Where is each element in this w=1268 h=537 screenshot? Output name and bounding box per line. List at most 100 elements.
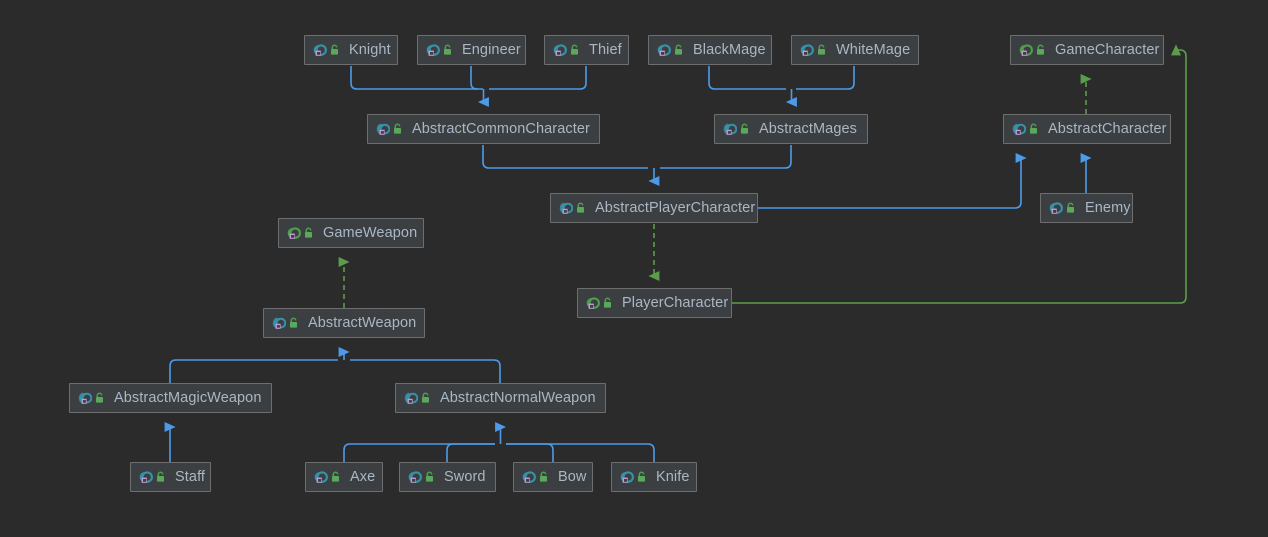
public-lock-icon	[818, 43, 825, 55]
node-icon-group	[313, 470, 341, 485]
abstract-class-icon	[78, 391, 92, 404]
abstract-class-icon	[1012, 122, 1026, 135]
node-label: WhiteMage	[836, 41, 911, 58]
node-icon-group	[1018, 43, 1046, 58]
edge-sword-abstractnormalweapon	[446, 443, 495, 462]
node-label: Thief	[589, 41, 622, 58]
node-abstractweapon[interactable]: AbstractWeapon	[263, 308, 425, 338]
public-lock-icon	[1037, 43, 1044, 55]
public-lock-icon	[157, 470, 164, 482]
node-engineer[interactable]: Engineer	[417, 35, 526, 65]
node-sword[interactable]: Sword	[399, 462, 496, 492]
public-lock-icon	[394, 122, 401, 134]
public-lock-icon	[638, 470, 645, 482]
node-icon-group	[552, 43, 580, 58]
public-lock-icon	[675, 43, 682, 55]
node-label: Bow	[558, 468, 587, 485]
interface-generalization-edges	[732, 44, 1187, 304]
public-lock-icon	[540, 470, 547, 482]
edge-abstractmages-abstractplayer	[660, 145, 792, 169]
node-label: Sword	[444, 468, 486, 485]
node-icon-group	[521, 470, 549, 485]
public-lock-icon	[426, 470, 433, 482]
interface-icon	[287, 226, 301, 239]
node-staff[interactable]: Staff	[130, 462, 211, 492]
edge-blackmage-abstractmages	[708, 66, 786, 90]
node-label: AbstractCommonCharacter	[412, 120, 590, 137]
node-icon-group	[403, 391, 431, 406]
class-icon	[620, 470, 634, 483]
node-icon-group	[656, 43, 684, 58]
node-label: PlayerCharacter	[622, 294, 729, 311]
node-label: AbstractCharacter	[1048, 120, 1167, 137]
node-thief[interactable]: Thief	[544, 35, 629, 65]
node-label: Enemy	[1085, 199, 1131, 216]
node-icon-group	[407, 470, 435, 485]
node-label: Knife	[656, 468, 690, 485]
public-lock-icon	[290, 316, 297, 328]
public-lock-icon	[331, 43, 338, 55]
edge-abstractmagicweapon-abstractweapon	[169, 359, 338, 383]
edge-engineer-abstractcommon	[470, 66, 483, 90]
edge-bow-abstractnormalweapon	[506, 443, 554, 462]
abstract-class-icon	[272, 316, 286, 329]
public-lock-icon	[96, 391, 103, 403]
class-icon	[800, 43, 814, 56]
abstract-class-icon	[376, 122, 390, 135]
public-lock-icon	[1030, 122, 1037, 134]
public-lock-icon	[741, 122, 748, 134]
node-abstractcommoncharacter[interactable]: AbstractCommonCharacter	[367, 114, 600, 144]
inheritance-edges	[164, 66, 1092, 462]
class-icon	[139, 470, 153, 483]
node-icon-group	[271, 316, 299, 331]
class-icon	[314, 470, 328, 483]
edge-abstractcommon-abstractplayer	[482, 145, 648, 169]
public-lock-icon	[577, 201, 584, 213]
node-label: Axe	[350, 468, 376, 485]
edge-whitemage-abstractmages	[796, 66, 855, 90]
node-icon-group	[425, 43, 453, 58]
node-label: AbstractPlayerCharacter	[595, 199, 756, 216]
edge-abstractnormalweapon-abstractweapon	[350, 359, 501, 383]
edge-thief-abstractcommon	[489, 66, 587, 90]
node-label: AbstractWeapon	[308, 314, 417, 331]
public-lock-icon	[422, 391, 429, 403]
abstract-class-icon	[723, 122, 737, 135]
node-icon-group	[1011, 122, 1039, 137]
abstract-class-icon	[404, 391, 418, 404]
node-abstractcharacter[interactable]: AbstractCharacter	[1003, 114, 1171, 144]
node-label: Staff	[175, 468, 206, 485]
edge-axe-abstractnormalweapon	[343, 443, 495, 462]
node-icon-group	[375, 122, 403, 137]
node-abstractnormalweapon[interactable]: AbstractNormalWeapon	[395, 383, 606, 413]
node-playercharacter[interactable]: PlayerCharacter	[577, 288, 732, 318]
class-icon	[426, 43, 440, 56]
node-abstractmages[interactable]: AbstractMages	[714, 114, 868, 144]
node-abstractplayercharacter[interactable]: AbstractPlayerCharacter	[550, 193, 758, 223]
node-bow[interactable]: Bow	[513, 462, 593, 492]
node-knife[interactable]: Knife	[611, 462, 697, 492]
node-icon-group	[619, 470, 647, 485]
edge-playercharacter-gamecharacter	[732, 44, 1187, 304]
node-gamecharacter[interactable]: GameCharacter	[1010, 35, 1164, 65]
node-knight[interactable]: Knight	[304, 35, 398, 65]
node-axe[interactable]: Axe	[305, 462, 383, 492]
node-icon-group	[138, 470, 166, 485]
node-label: AbstractMages	[759, 120, 858, 137]
node-icon-group	[799, 43, 827, 58]
node-gameweapon[interactable]: GameWeapon	[278, 218, 424, 248]
node-label: AbstractMagicWeapon	[114, 389, 262, 406]
node-abstractmagicweapon[interactable]: AbstractMagicWeapon	[69, 383, 272, 413]
node-label: Knight	[349, 41, 391, 58]
node-whitemage[interactable]: WhiteMage	[791, 35, 919, 65]
class-icon	[553, 43, 567, 56]
node-blackmage[interactable]: BlackMage	[648, 35, 772, 65]
node-icon-group	[1048, 201, 1076, 216]
node-enemy[interactable]: Enemy	[1040, 193, 1133, 223]
interface-icon	[586, 296, 600, 309]
class-icon	[1049, 201, 1063, 214]
node-label: Engineer	[462, 41, 521, 58]
edge-knight-abstractcommon	[350, 66, 478, 90]
